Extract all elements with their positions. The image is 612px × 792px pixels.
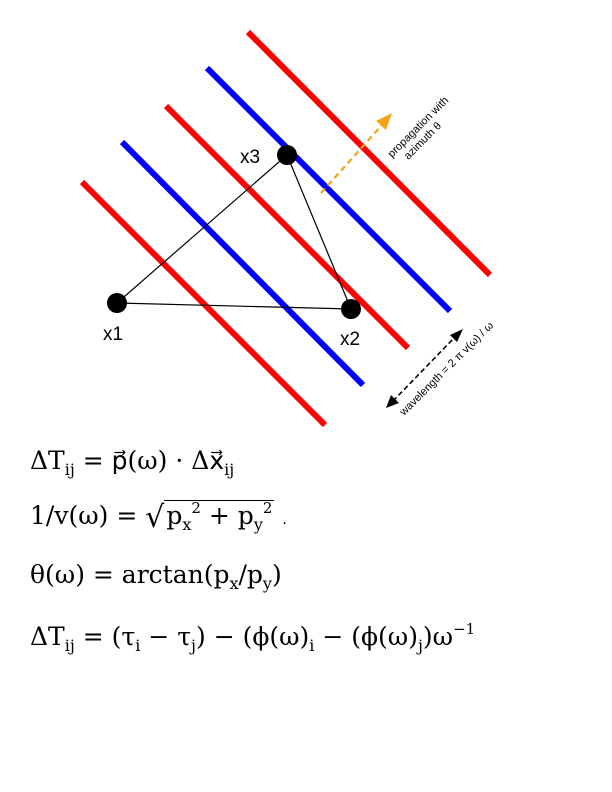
- eq3-mid: /p: [238, 560, 263, 589]
- eq4-lhs: ΔT: [30, 622, 65, 651]
- wavelength-arrow-shaft: [392, 336, 456, 402]
- eq2-equals: =: [116, 501, 138, 530]
- propagation-arrowhead-icon: [376, 113, 392, 130]
- eq1-delta-x-sub: ij: [224, 460, 235, 479]
- station-x1-node: [107, 293, 127, 313]
- eq2-py-sub: y: [253, 515, 263, 534]
- triangle-edge-x1-x2: [116, 302, 352, 310]
- eq2-sqrt: √px2 + py2: [145, 499, 275, 535]
- sqrt-icon: √: [145, 500, 165, 535]
- eq3-sub-y: y: [262, 574, 272, 593]
- eq3-sub-x: x: [229, 574, 239, 593]
- wavefront-diagram: x1 x2 x3 propagation with azimuth θ wave…: [79, 29, 496, 428]
- eq4-sub-i: i: [135, 636, 141, 655]
- eq4-sub-j2: j: [417, 636, 423, 655]
- wavefront-blue-1: [119, 139, 366, 388]
- eq2-py-sup: 2: [262, 499, 273, 517]
- eq4-lhs-sub: ij: [64, 636, 75, 655]
- eq2-px: p: [166, 501, 183, 530]
- equation-phase: ΔTij = (τi − τj) − (ϕ(ω)i − (ϕ(ω)j)ω−1: [30, 622, 475, 654]
- eq2-py: p: [237, 501, 254, 530]
- wavelength-arrowhead-bottom-icon: [386, 395, 399, 408]
- equation-azimuth: θ(ω) = arctan(px/py): [30, 562, 282, 592]
- eq2-lhs: 1/v(ω): [30, 501, 109, 530]
- wavelength-label: wavelength = 2 π v(ω) / ω: [397, 319, 496, 418]
- eq4-sub-j: j: [191, 636, 197, 655]
- eq4-part2: − τ: [140, 622, 192, 651]
- propagation-arrow-shaft: [320, 124, 383, 194]
- wavelength-arrowhead-top-icon: [450, 329, 463, 342]
- eq2-tail: .: [282, 512, 287, 528]
- wavefront-red-3: [245, 29, 493, 278]
- wavefront-blue-2: [204, 65, 453, 314]
- triangle-edge-x3-x2: [286, 154, 352, 310]
- wavefront-red-2: [163, 103, 411, 351]
- wavelength-label-group: wavelength = 2 π v(ω) / ω: [397, 319, 496, 418]
- eq4-part1: = (τ: [82, 622, 136, 651]
- station-x2-node: [341, 299, 361, 319]
- station-x3-node: [277, 145, 297, 165]
- eq1-lhs-sub: ij: [64, 460, 75, 479]
- eq1-lhs: ΔT: [30, 446, 65, 475]
- station-x2-label: x2: [340, 329, 360, 350]
- eq1-equals: =: [82, 446, 104, 475]
- wavefront-red-1: [79, 179, 328, 428]
- equation-delta-t: ΔTij = p⃗(ω) · Δx⃗ij: [30, 448, 234, 478]
- eq1-slowness-vector: p⃗(ω): [111, 446, 168, 475]
- station-x1-label: x1: [103, 324, 123, 345]
- eq4-part5: )ω: [422, 622, 454, 651]
- eq2-px-sup: 2: [191, 499, 201, 517]
- eq3-end: ): [271, 560, 282, 589]
- triangle-edge-x1-x3: [116, 154, 288, 304]
- eq2-radicand: px2 + py2: [164, 499, 275, 534]
- eq4-part3: ) − (ϕ(ω): [196, 622, 310, 651]
- eq2-plus: +: [208, 501, 230, 530]
- eq4-part4: − (ϕ(ω): [314, 622, 418, 651]
- propagation-label-group: propagation with azimuth θ: [386, 95, 452, 163]
- eq4-sup: −1: [453, 620, 476, 638]
- eq1-delta-x: Δx⃗: [191, 446, 225, 475]
- eq4-sub-i2: i: [309, 636, 315, 655]
- eq1-dot: ·: [175, 446, 184, 475]
- eq2-px-sub: x: [182, 515, 192, 534]
- eq3-main: θ(ω) = arctan(p: [30, 560, 230, 589]
- station-x3-label: x3: [240, 147, 260, 168]
- equation-velocity: 1/v(ω) = √px2 + py2 .: [30, 500, 287, 533]
